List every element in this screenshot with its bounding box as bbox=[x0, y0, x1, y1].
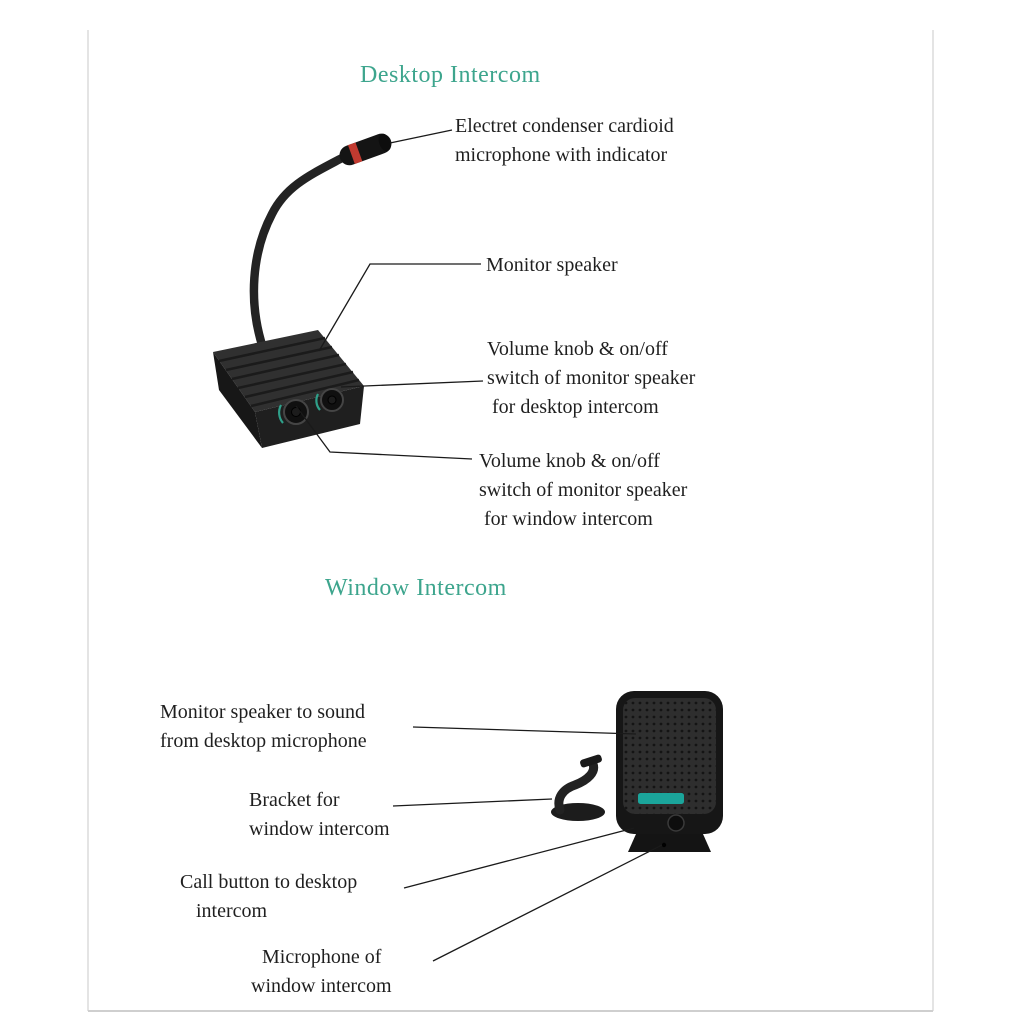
call-button[interactable] bbox=[667, 814, 685, 832]
window-mic-hole bbox=[661, 842, 667, 848]
window-intercom-illustration bbox=[551, 691, 723, 852]
callout-line-volume-window bbox=[295, 405, 473, 460]
gooseneck bbox=[249, 153, 347, 353]
desktop-section-title: Desktop Intercom bbox=[360, 62, 541, 88]
label-monitor-speaker: Monitor speaker bbox=[486, 254, 618, 276]
mic-capsule-icon bbox=[339, 133, 392, 166]
label-window-monitor-speaker-line2: from desktop microphone bbox=[160, 730, 367, 752]
page-edge-lines bbox=[87, 30, 934, 1012]
label-volume-desktop-line3: for desktop intercom bbox=[492, 396, 659, 418]
label-volume-desktop-line1: Volume knob & on/off bbox=[487, 338, 668, 360]
callout-line-monitor-speaker bbox=[318, 263, 481, 352]
label-window-monitor-speaker-line1: Monitor speaker to sound bbox=[160, 701, 365, 723]
callout-line-window-microphone bbox=[432, 844, 663, 962]
label-call-button-line2: intercom bbox=[196, 900, 268, 922]
brand-badge bbox=[638, 793, 684, 804]
volume-knob-desktop[interactable] bbox=[315, 388, 344, 412]
window-section-title: Window Intercom bbox=[325, 575, 507, 601]
label-volume-window-line1: Volume knob & on/off bbox=[479, 450, 660, 472]
label-volume-window-line3: for window intercom bbox=[484, 508, 653, 530]
base-left-face bbox=[213, 352, 262, 448]
callout-line-window-monitor-speaker bbox=[412, 726, 637, 735]
callout-line-bracket bbox=[392, 798, 553, 807]
window-speaker-base bbox=[628, 834, 711, 852]
label-bracket-line2: window intercom bbox=[249, 818, 390, 840]
mic-indicator-ring bbox=[347, 142, 363, 164]
volume-knob-window[interactable] bbox=[278, 399, 309, 425]
label-volume-desktop-line2: switch of monitor speaker bbox=[487, 367, 696, 389]
label-microphone-line2: microphone with indicator bbox=[455, 144, 668, 166]
callout-line-volume-desktop bbox=[340, 380, 484, 388]
label-call-button-line1: Call button to desktop bbox=[180, 871, 358, 893]
callout-lines bbox=[295, 129, 663, 962]
label-window-microphone-line2: window intercom bbox=[251, 975, 392, 997]
label-window-microphone-line1: Microphone of bbox=[262, 946, 382, 968]
label-bracket-line1: Bracket for bbox=[249, 789, 340, 811]
label-microphone-line1: Electret condenser cardioid bbox=[455, 115, 674, 137]
callout-line-call-button bbox=[403, 827, 635, 889]
bracket-illustration bbox=[551, 754, 605, 821]
label-volume-window-line2: switch of monitor speaker bbox=[479, 479, 688, 501]
callout-line-microphone bbox=[389, 129, 453, 144]
desktop-intercom-illustration bbox=[213, 133, 392, 448]
